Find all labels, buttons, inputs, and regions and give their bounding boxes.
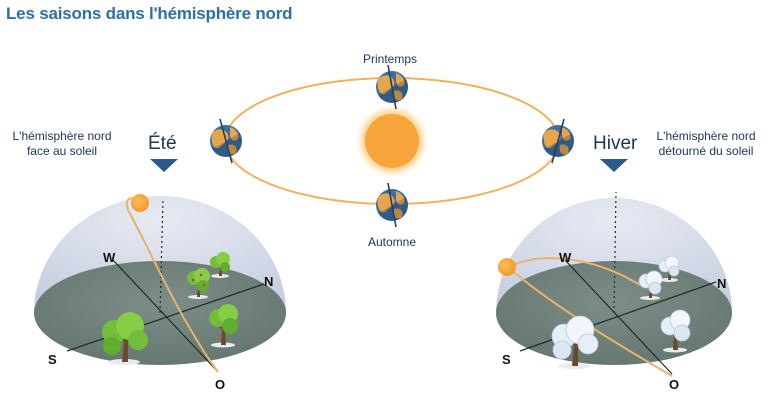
globe-summer-icon [210, 118, 248, 164]
sun [365, 114, 419, 168]
winter-tree-icon [551, 315, 599, 369]
summer-tree-icon [210, 252, 230, 278]
summer-dome [34, 194, 286, 373]
winter-label: Hiver [593, 133, 638, 154]
winter-caption: L'hémisphère nord détourné du soleil [648, 129, 764, 159]
winter-small-sun [498, 258, 516, 276]
spring-label: Printemps [363, 52, 418, 66]
summer-east-label: O [215, 377, 225, 392]
summer-caption-line2: face au soleil [26, 144, 98, 158]
summer-sun-path [125, 197, 219, 373]
autumn-label: Automne [368, 235, 417, 249]
summer-label: Été [148, 133, 177, 154]
summer-small-sun [131, 194, 149, 212]
winter-west-label: W [559, 250, 572, 265]
orbit-group [210, 64, 580, 228]
winter-caption-line2: détourné du soleil [658, 144, 754, 158]
winter-dome [496, 191, 732, 377]
globe-spring-icon [376, 64, 414, 110]
summer-tree-icon [187, 268, 210, 299]
diagram-title: Les saisons dans l'hémisphère nord [6, 4, 293, 23]
summer-south-label: S [48, 352, 57, 367]
winter-tree-icon [658, 255, 680, 282]
winter-south-label: S [502, 352, 511, 367]
summer-caption-line1: L'hémisphère nord [12, 129, 112, 143]
summer-tree-icon [102, 312, 148, 365]
globe-winter-icon [542, 118, 580, 164]
winter-tree-icon [660, 309, 691, 353]
winter-east-label: O [669, 377, 679, 392]
summer-north-label: N [264, 274, 273, 289]
winter-tree-icon [638, 270, 663, 300]
winter-sun-path-upper [507, 257, 641, 286]
summer-caption: L'hémisphère nord face au soleil [8, 129, 116, 159]
winter-caption-line1: L'hémisphère nord [656, 129, 756, 143]
globe-autumn-icon [376, 182, 414, 228]
winter-marker-icon [600, 159, 628, 172]
summer-tree-icon [209, 304, 238, 348]
summer-west-label: W [103, 250, 116, 265]
summer-marker-icon [150, 159, 178, 172]
winter-north-label: N [717, 276, 726, 291]
